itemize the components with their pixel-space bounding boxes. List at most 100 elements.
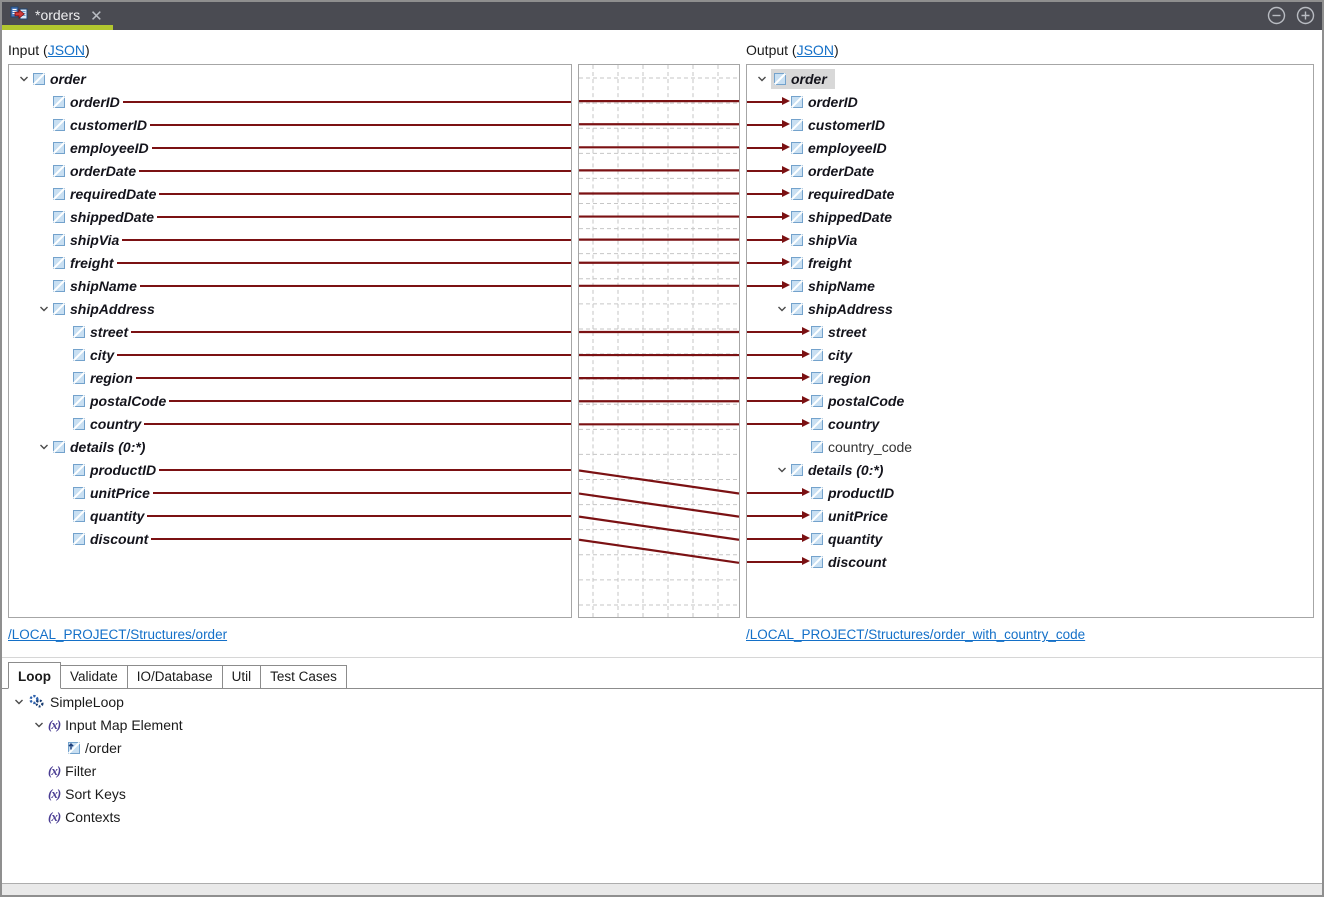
chevron-down-icon[interactable] — [773, 458, 791, 481]
output-tree-row[interactable]: country — [747, 412, 1313, 435]
input-tree-row[interactable]: country — [9, 412, 571, 435]
output-tree-row[interactable]: shipName — [747, 274, 1313, 297]
chevron-spacer — [793, 435, 811, 458]
input-tree-row[interactable]: orderDate — [9, 159, 571, 182]
input-tree-row[interactable]: region — [9, 366, 571, 389]
tab-io-database[interactable]: IO/Database — [126, 664, 223, 688]
output-tree-row[interactable]: unitPrice — [747, 504, 1313, 527]
input-tree-row[interactable]: shipVia — [9, 228, 571, 251]
node-label: shipName — [808, 277, 875, 294]
mapping-line[interactable] — [579, 515, 739, 541]
node-label: orderID — [808, 93, 858, 110]
input-tree-row[interactable]: employeeID — [9, 136, 571, 159]
output-json-link[interactable]: JSON — [796, 42, 834, 58]
input-tree-row[interactable]: unitPrice — [9, 481, 571, 504]
mapping-arrow — [747, 119, 790, 128]
output-tree-row[interactable]: street — [747, 320, 1313, 343]
input-tree-row[interactable]: quantity — [9, 504, 571, 527]
close-icon[interactable]: ✕ — [90, 7, 103, 25]
input-tree-row[interactable]: shipName — [9, 274, 571, 297]
node-label: shipAddress — [70, 300, 155, 317]
input-tree-row[interactable]: postalCode — [9, 389, 571, 412]
node-label: street — [90, 323, 129, 340]
output-structure-link[interactable]: /LOCAL_PROJECT/Structures/order_with_cou… — [746, 627, 1086, 642]
input-tree-row[interactable]: shipAddress — [9, 297, 571, 320]
input-tree-row[interactable]: requiredDate — [9, 182, 571, 205]
loop-tree-row[interactable]: (x)Contexts — [4, 805, 183, 828]
output-tree-row[interactable]: orderID — [747, 90, 1313, 113]
mapping-canvas[interactable] — [578, 64, 740, 618]
loop-tree-row[interactable]: SimpleLoop — [4, 690, 183, 713]
input-tree-row[interactable]: freight — [9, 251, 571, 274]
loop-tree[interactable]: SimpleLoop(x)Input Map Element/order(x)F… — [4, 690, 183, 828]
output-tree-row[interactable]: requiredDate — [747, 182, 1313, 205]
mapping-line[interactable] — [579, 469, 739, 495]
input-tree-row[interactable]: shippedDate — [9, 205, 571, 228]
loop-tree-row[interactable]: (x)Input Map Element — [4, 713, 183, 736]
node-label: discount — [828, 553, 887, 570]
mapping-line[interactable] — [579, 492, 739, 518]
selected-node[interactable]: order — [771, 68, 835, 89]
output-tree-row[interactable]: order — [747, 67, 1313, 90]
zoom-out-button[interactable] — [1267, 6, 1286, 30]
input-tree-row[interactable]: details (0:*) — [9, 435, 571, 458]
output-tree-row[interactable]: city — [747, 343, 1313, 366]
tab-test-cases[interactable]: Test Cases — [260, 664, 347, 688]
editor-tab-orders[interactable]: *orders ✕ — [2, 2, 113, 30]
element-icon — [53, 118, 65, 131]
chevron-spacer — [35, 251, 53, 274]
element-icon — [73, 394, 85, 407]
input-tree-row[interactable]: discount — [9, 527, 571, 550]
node-label: orderDate — [808, 162, 875, 179]
input-json-link[interactable]: JSON — [47, 42, 86, 58]
chevron-down-icon[interactable] — [15, 67, 33, 90]
chevron-down-icon[interactable] — [30, 713, 48, 736]
zoom-in-button[interactable] — [1296, 6, 1315, 30]
node-label: order — [791, 70, 827, 87]
input-structure-link[interactable]: /LOCAL_PROJECT/Structures/order — [8, 627, 228, 642]
output-tree-row[interactable]: country_code — [747, 435, 1313, 458]
output-tree-row[interactable]: shipVia — [747, 228, 1313, 251]
output-tree-row[interactable]: productID — [747, 481, 1313, 504]
input-tree-row[interactable]: orderID — [9, 90, 571, 113]
mapping-arrow — [747, 234, 790, 243]
input-tree-row[interactable]: street — [9, 320, 571, 343]
input-tree-row[interactable]: customerID — [9, 113, 571, 136]
output-tree-row[interactable]: discount — [747, 550, 1313, 573]
chevron-spacer — [55, 343, 73, 366]
output-tree-row[interactable]: details (0:*) — [747, 458, 1313, 481]
output-tree-row[interactable]: shippedDate — [747, 205, 1313, 228]
output-tree-row[interactable]: region — [747, 366, 1313, 389]
chevron-down-icon[interactable] — [10, 690, 28, 713]
loop-tree-row[interactable]: (x)Filter — [4, 759, 183, 782]
chevron-down-icon[interactable] — [35, 435, 53, 458]
input-tree-row[interactable]: order — [9, 67, 571, 90]
input-tree-row[interactable]: productID — [9, 458, 571, 481]
element-icon — [73, 417, 85, 430]
node-label: Filter — [65, 762, 97, 779]
element-icon — [811, 486, 823, 499]
output-tree-row[interactable]: postalCode — [747, 389, 1313, 412]
output-tree-row[interactable]: orderDate — [747, 159, 1313, 182]
output-tree-row[interactable]: quantity — [747, 527, 1313, 550]
tab-validate[interactable]: Validate — [60, 664, 128, 688]
mapping-arrow — [747, 556, 810, 565]
chevron-down-icon[interactable] — [753, 67, 771, 90]
output-tree-row[interactable]: freight — [747, 251, 1313, 274]
output-tree-row[interactable]: customerID — [747, 113, 1313, 136]
loop-tree-row[interactable]: /order — [4, 736, 183, 759]
chevron-down-icon[interactable] — [773, 297, 791, 320]
tab-util[interactable]: Util — [221, 664, 262, 688]
loop-tree-row[interactable]: (x)Sort Keys — [4, 782, 183, 805]
node-label: discount — [90, 530, 149, 547]
output-tree-row[interactable]: employeeID — [747, 136, 1313, 159]
chevron-down-icon[interactable] — [35, 297, 53, 320]
mapping-arrow — [747, 257, 790, 266]
output-tree-row[interactable]: shipAddress — [747, 297, 1313, 320]
mapping-line[interactable] — [579, 538, 739, 564]
mapping-icon — [10, 6, 28, 26]
input-tree-row[interactable]: city — [9, 343, 571, 366]
tab-loop[interactable]: Loop — [8, 661, 61, 689]
